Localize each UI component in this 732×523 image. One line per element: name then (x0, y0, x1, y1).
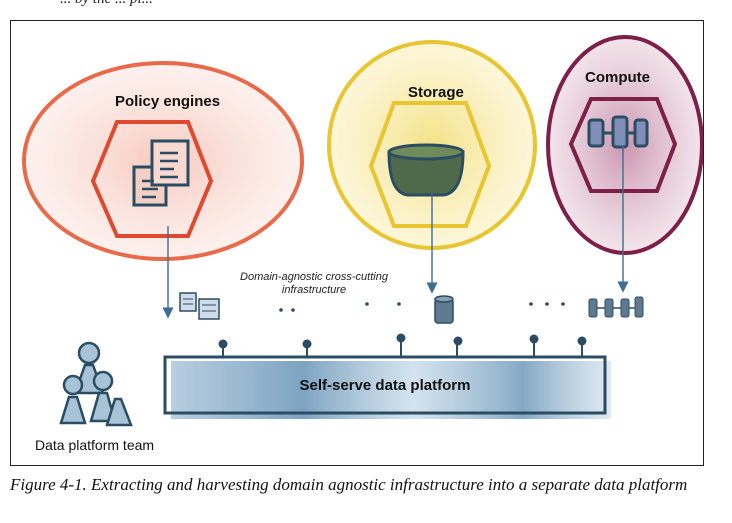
platform-label: Self-serve data platform (299, 377, 471, 394)
compute-chain-icon (587, 115, 649, 149)
small-bucket-icon (434, 295, 454, 324)
compute-node (546, 35, 703, 293)
team-label: Data platform team (35, 437, 155, 453)
policy-engines-hexagon (90, 120, 214, 238)
dot (291, 308, 295, 312)
team-icon (59, 341, 133, 427)
figure-caption: Figure 4-1. Extracting and harvesting do… (10, 475, 688, 494)
clipped-header-line: ... by the ... pl... (60, 0, 153, 8)
documents-icon (132, 139, 190, 207)
diagram-canvas (22, 35, 703, 427)
bucket-icon (387, 143, 465, 197)
dot (365, 302, 369, 306)
policy-engines-node (22, 61, 304, 319)
dot (279, 308, 283, 312)
policy-engines-label: Policy engines (115, 93, 221, 110)
platform-border (163, 355, 607, 415)
dot (529, 302, 533, 306)
storage-hexagon (368, 101, 492, 228)
storage-label: Storage (408, 84, 464, 101)
dot (397, 302, 401, 306)
platform-wash (171, 361, 611, 419)
self-serve-platform (163, 333, 611, 419)
figure-frame: Policy engines Storage Compute Domain-ag… (10, 20, 704, 466)
compute-hexagon (568, 97, 678, 193)
clipped-header-text: ... by the ... pl... (0, 0, 732, 12)
compute-label: Compute (585, 69, 650, 86)
platform-pins (218, 333, 587, 357)
dot (545, 302, 549, 306)
storage-node (327, 40, 537, 294)
dot (561, 302, 565, 306)
small-documents-icon (179, 292, 220, 320)
small-compute-chain-icon (588, 296, 644, 318)
cross-cutting-label: Domain-agnostic cross-cutting infrastruc… (240, 271, 388, 296)
cross-cutting-items (179, 292, 644, 324)
